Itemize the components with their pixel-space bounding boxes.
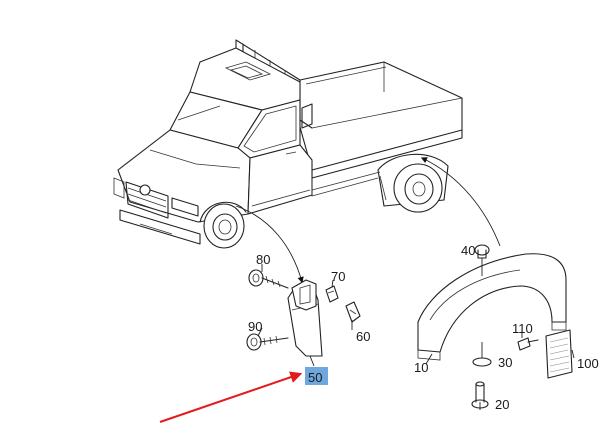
label-80: 80: [256, 252, 270, 267]
label-20: 20: [495, 397, 509, 412]
label-110: 110: [512, 321, 533, 336]
label-50: 50: [308, 370, 322, 385]
vent-grille-100: [545, 329, 573, 379]
wheel-arch-liner: [417, 253, 567, 353]
curved-arrow-icon: [235, 205, 304, 284]
label-30: 30: [498, 355, 512, 370]
label-40: 40: [461, 243, 475, 258]
bolt-80: [248, 269, 289, 289]
label-90: 90: [248, 319, 262, 334]
truck-rear-wheel: [377, 153, 449, 213]
label-70: 70: [331, 269, 345, 284]
curved-arrow-icon: [420, 157, 501, 247]
wheel-arch-assembly: [417, 244, 573, 409]
clip-60: [345, 301, 361, 323]
truck-illustration: [113, 39, 463, 249]
label-100: 100: [577, 356, 599, 371]
label-10: 10: [414, 360, 428, 375]
truck-cab: [113, 47, 313, 245]
leader-lines: [257, 258, 575, 410]
bolt-40: [474, 244, 490, 259]
part-labels: 80 70 90 60 50 40 110 100 30 10 20: [248, 243, 599, 412]
washer-30: [472, 357, 492, 367]
fastener-110: [517, 337, 539, 351]
clip-70: [325, 285, 339, 303]
truck-front-wheel: [199, 201, 247, 249]
screw-20: [471, 381, 489, 409]
label-60: 60: [356, 329, 370, 344]
highlight-box-50: [305, 367, 328, 385]
bracket-part: [291, 279, 317, 311]
mudflap-assembly: [246, 269, 361, 357]
bolt-90: [246, 333, 289, 351]
red-pointer-arrow: [159, 371, 303, 423]
